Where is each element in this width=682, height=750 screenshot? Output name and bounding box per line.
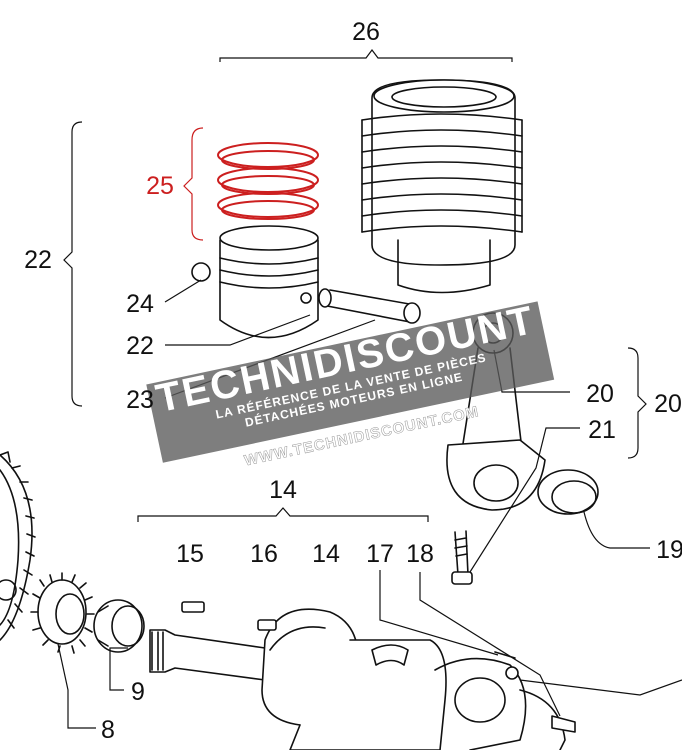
- leader-long: [519, 679, 682, 696]
- callout-22-group: 22: [24, 246, 52, 274]
- callout-16: 16: [250, 540, 278, 568]
- piston-pin-part: [318, 288, 421, 324]
- callout-15: 15: [176, 540, 204, 568]
- callout-14-group: 14: [269, 476, 297, 504]
- rod-bearing-part: [537, 469, 599, 515]
- leader-8: [57, 643, 96, 729]
- bracket-20: [627, 347, 647, 459]
- watermark-band: [146, 301, 555, 463]
- bracket-25: [183, 127, 204, 241]
- callout-25: 25: [146, 172, 174, 200]
- plug-part: [494, 651, 519, 680]
- callout-26: 26: [352, 18, 380, 46]
- cylinder-part: [361, 79, 523, 294]
- leader-24: [164, 279, 202, 303]
- timing-gear-part: [30, 572, 95, 654]
- leader-21: [469, 427, 580, 573]
- bracket-22: [63, 121, 83, 407]
- bushing-part: [93, 599, 145, 653]
- callout-22-piston: 22: [126, 332, 154, 360]
- pin-18-part: [551, 715, 576, 733]
- rod-bolt-part: [451, 530, 473, 585]
- callout-9: 9: [131, 678, 145, 706]
- circlip-part: [191, 262, 211, 282]
- bracket-14: [137, 507, 429, 522]
- leader-19: [583, 511, 650, 549]
- callout-20-group: 20: [654, 390, 682, 418]
- bracket-26: [219, 49, 513, 62]
- callout-24: 24: [126, 290, 154, 318]
- flywheel-gear-part: [0, 451, 36, 641]
- callout-18: 18: [406, 540, 434, 568]
- key-15-part: [181, 601, 205, 613]
- callout-8: 8: [101, 716, 115, 744]
- callout-21: 21: [588, 416, 616, 444]
- leader-18: [419, 572, 561, 717]
- callout-14-crank: 14: [312, 540, 340, 568]
- callout-17: 17: [366, 540, 394, 568]
- piston-rings-part: [217, 142, 319, 220]
- piston-part: [219, 225, 319, 339]
- key-16-part: [257, 619, 277, 631]
- callout-20-rod: 20: [586, 380, 614, 408]
- crankshaft-part: [149, 608, 566, 750]
- leader-22: [164, 314, 311, 346]
- leader-9: [109, 647, 128, 691]
- callout-23: 23: [126, 386, 154, 414]
- leader-17: [379, 570, 499, 656]
- callout-19: 19: [656, 536, 682, 564]
